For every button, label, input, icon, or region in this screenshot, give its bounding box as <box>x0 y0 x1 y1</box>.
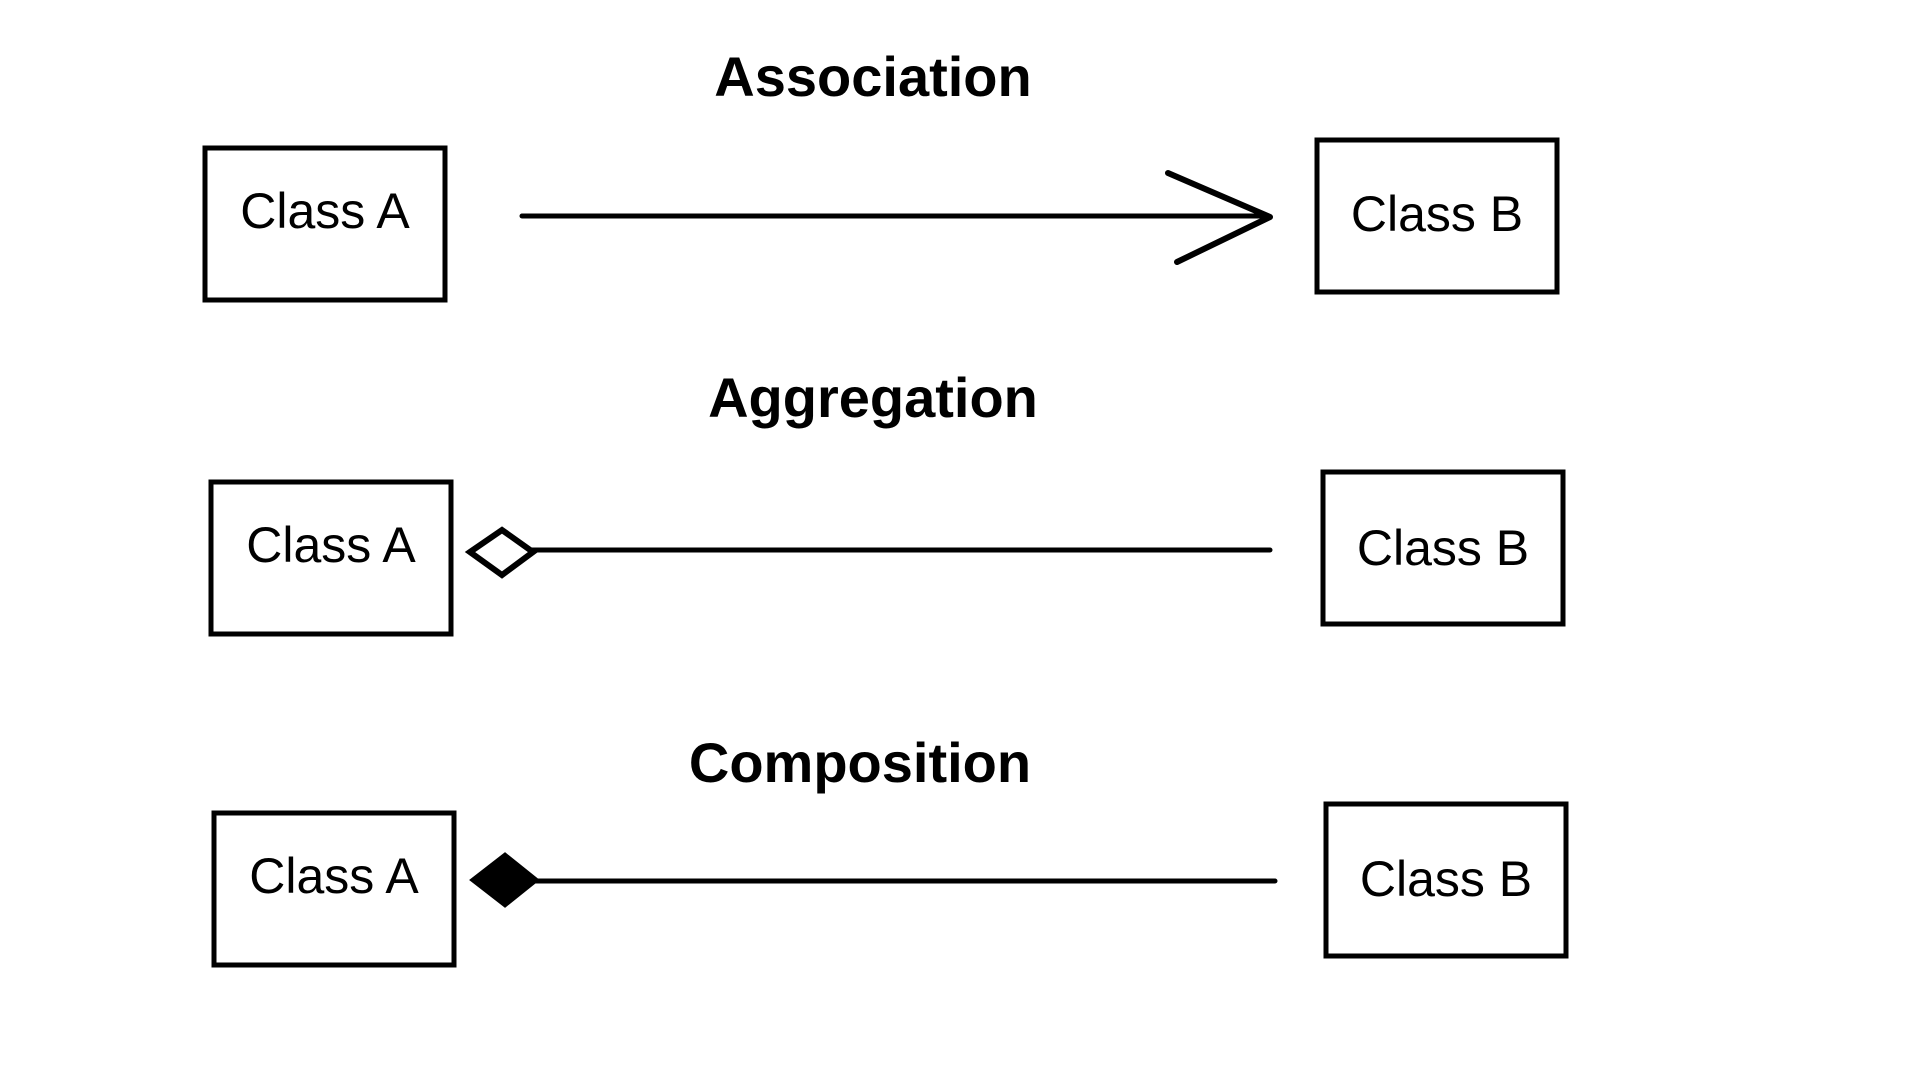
association-class-b-box <box>1314 137 1560 295</box>
open-arrowhead-icon <box>1165 170 1273 265</box>
composition-class-a-box <box>211 810 457 968</box>
composition-title: Composition <box>689 731 1031 794</box>
aggregation-title: Aggregation <box>708 366 1038 429</box>
aggregation-class-a-label: Class A <box>246 517 416 573</box>
filled-diamond-icon <box>469 852 540 908</box>
aggregation-relationship: Aggregation Class A Class B <box>208 366 1566 637</box>
composition-relationship: Composition Class A Class B <box>211 731 1569 968</box>
association-relationship: Association Class A Class B <box>202 45 1560 303</box>
association-class-a-box <box>202 145 448 303</box>
association-class-a-label: Class A <box>240 183 410 239</box>
composition-class-b-label: Class B <box>1360 851 1532 907</box>
association-class-b-label: Class B <box>1351 186 1523 242</box>
hollow-diamond-icon <box>464 526 539 579</box>
composition-class-a-label: Class A <box>249 848 419 904</box>
aggregation-class-a-box <box>208 479 454 637</box>
composition-class-b-box <box>1323 801 1569 959</box>
aggregation-class-b-box <box>1320 469 1566 627</box>
aggregation-class-b-label: Class B <box>1357 520 1529 576</box>
association-title: Association <box>714 45 1031 108</box>
